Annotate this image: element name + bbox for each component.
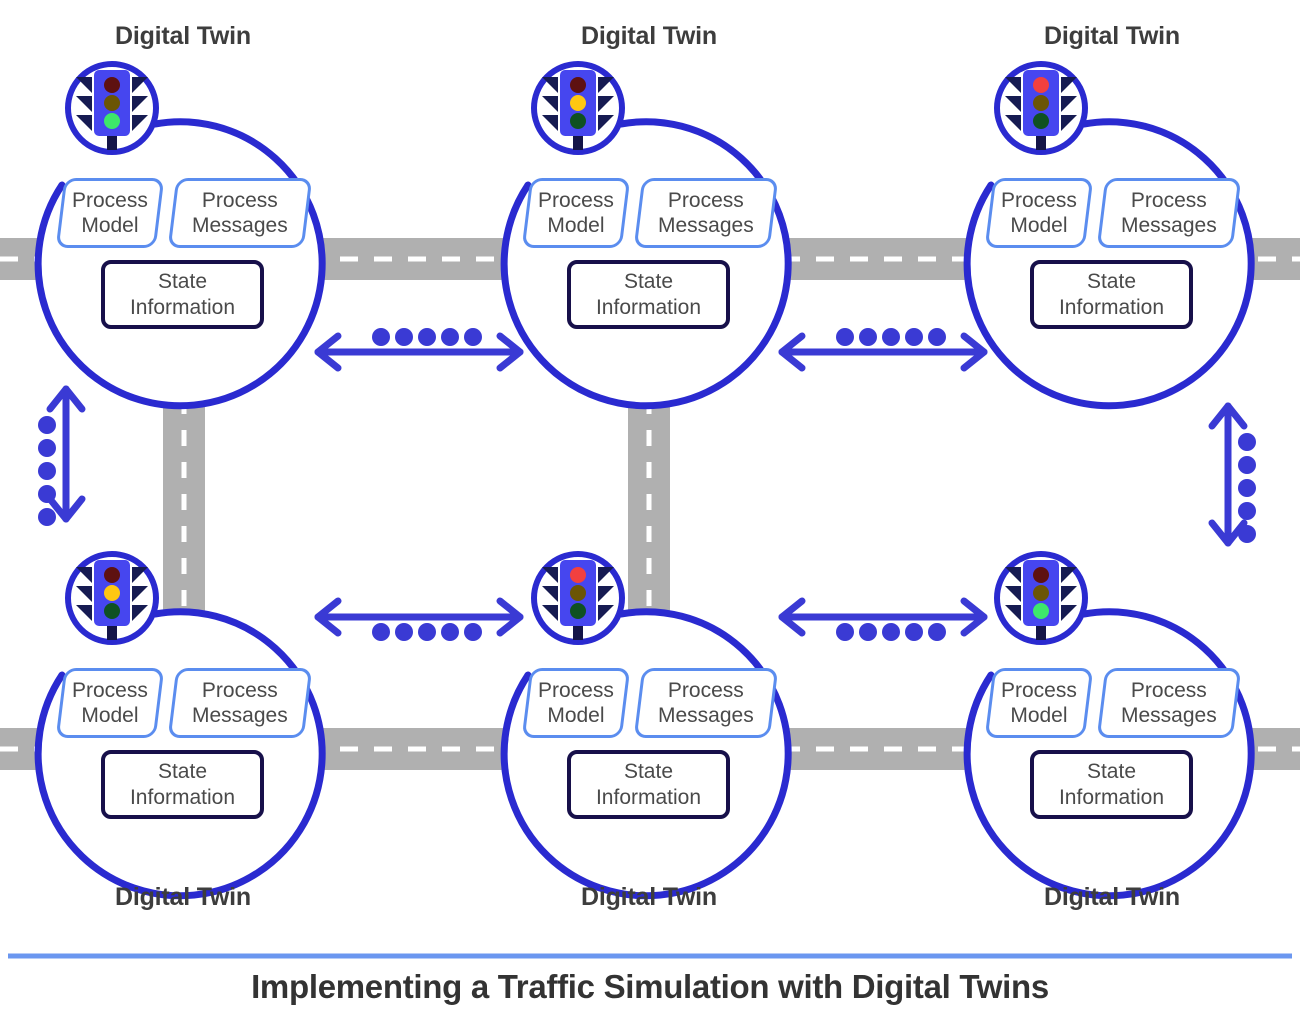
state-label-line1: State <box>1086 269 1137 293</box>
twin-label-top-left: Digital Twin <box>114 22 251 50</box>
process-messages-box-top-mid[interactable]: Process Messages <box>633 178 779 248</box>
page-title: Implementing a Traffic Simulation with D… <box>251 968 1049 1005</box>
process-model-label-line1: Process <box>72 189 148 212</box>
state-label-line2: Information <box>595 785 702 809</box>
process-model-label-line2: Model <box>547 214 605 237</box>
traffic-signal-badge-bot-mid <box>531 551 625 645</box>
process-messages-label-line1: Process <box>202 679 278 702</box>
twin-ring-top-left <box>34 118 326 410</box>
twin-label-top-mid: Digital Twin <box>580 22 717 50</box>
process-model-box-top-left[interactable]: Process Model <box>55 178 165 248</box>
conn-bot-left-mid <box>314 597 524 641</box>
traffic-signal-badge-top-left <box>65 61 159 155</box>
twin-ring-top-right <box>963 118 1255 410</box>
state-label-line2: Information <box>1058 295 1165 319</box>
state-label-line2: Information <box>595 295 702 319</box>
conn-left-column <box>38 385 86 526</box>
process-model-box-bot-mid[interactable]: Process Model <box>521 668 631 738</box>
process-model-label-line2: Model <box>1010 214 1068 237</box>
state-label-line1: State <box>623 759 674 783</box>
process-messages-box-bot-left[interactable]: Process Messages <box>167 668 313 738</box>
process-model-label-line1: Process <box>72 679 148 702</box>
state-label-line2: Information <box>1058 785 1165 809</box>
process-model-box-bot-right[interactable]: Process Model <box>984 668 1094 738</box>
process-model-label-line1: Process <box>1001 189 1077 212</box>
twin-ring-bot-left <box>34 608 326 900</box>
conn-bot-mid-right <box>778 597 988 641</box>
state-label-line1: State <box>157 269 208 293</box>
process-model-label-line1: Process <box>538 189 614 212</box>
process-messages-box-bot-right[interactable]: Process Messages <box>1096 668 1242 738</box>
state-label-line1: State <box>157 759 208 783</box>
traffic-signal-badge-top-mid <box>531 61 625 155</box>
process-model-label-line1: Process <box>538 679 614 702</box>
process-messages-box-top-right[interactable]: Process Messages <box>1096 178 1242 248</box>
state-information-box-bot-right[interactable]: State Information <box>1030 750 1193 819</box>
twin-circle-rings <box>34 118 1255 900</box>
twin-ring-top-mid <box>500 118 792 410</box>
process-model-box-bot-left[interactable]: Process Model <box>55 668 165 738</box>
process-messages-label-line1: Process <box>668 679 744 702</box>
process-model-label-line2: Model <box>81 704 139 727</box>
connector-arrows <box>38 328 1256 641</box>
twin-label-bot-left: Digital Twin <box>114 883 251 911</box>
state-label-line2: Information <box>129 785 236 809</box>
process-messages-label-line1: Process <box>1131 679 1207 702</box>
process-messages-label-line1: Process <box>1131 189 1207 212</box>
state-information-box-top-right[interactable]: State Information <box>1030 260 1193 329</box>
process-messages-label-line2: Messages <box>192 704 288 727</box>
twin-label-bot-mid: Digital Twin <box>580 883 717 911</box>
process-model-box-top-right[interactable]: Process Model <box>984 178 1094 248</box>
process-messages-label-line2: Messages <box>192 214 288 237</box>
process-messages-label-line2: Messages <box>658 214 754 237</box>
process-messages-box-top-left[interactable]: Process Messages <box>167 178 313 248</box>
process-messages-label-line2: Messages <box>1121 704 1217 727</box>
traffic-signal-badge-bot-left <box>65 551 159 645</box>
process-model-label-line2: Model <box>547 704 605 727</box>
twin-ring-bot-right <box>963 608 1255 900</box>
process-messages-label-line1: Process <box>668 189 744 212</box>
process-messages-box-bot-mid[interactable]: Process Messages <box>633 668 779 738</box>
process-messages-label-line2: Messages <box>1121 214 1217 237</box>
state-information-box-top-left[interactable]: State Information <box>101 260 264 329</box>
traffic-signal-badge-top-right <box>994 61 1088 155</box>
state-information-box-top-mid[interactable]: State Information <box>567 260 730 329</box>
state-label-line1: State <box>1086 759 1137 783</box>
conn-top-left-mid <box>314 328 524 372</box>
state-information-box-bot-left[interactable]: State Information <box>101 750 264 819</box>
state-label-line2: Information <box>129 295 236 319</box>
process-messages-label-line1: Process <box>202 189 278 212</box>
twin-label-bot-right: Digital Twin <box>1043 883 1180 911</box>
process-messages-label-line2: Messages <box>658 704 754 727</box>
twin-ring-bot-mid <box>500 608 792 900</box>
process-model-label-line1: Process <box>1001 679 1077 702</box>
conn-top-mid-right <box>778 328 988 372</box>
state-label-line1: State <box>623 269 674 293</box>
state-information-box-bot-mid[interactable]: State Information <box>567 750 730 819</box>
process-model-label-line2: Model <box>1010 704 1068 727</box>
twin-label-top-right: Digital Twin <box>1043 22 1180 50</box>
process-model-box-top-mid[interactable]: Process Model <box>521 178 631 248</box>
conn-right-column <box>1208 402 1256 547</box>
traffic-signal-badge-bot-right <box>994 551 1088 645</box>
process-model-label-line2: Model <box>81 214 139 237</box>
